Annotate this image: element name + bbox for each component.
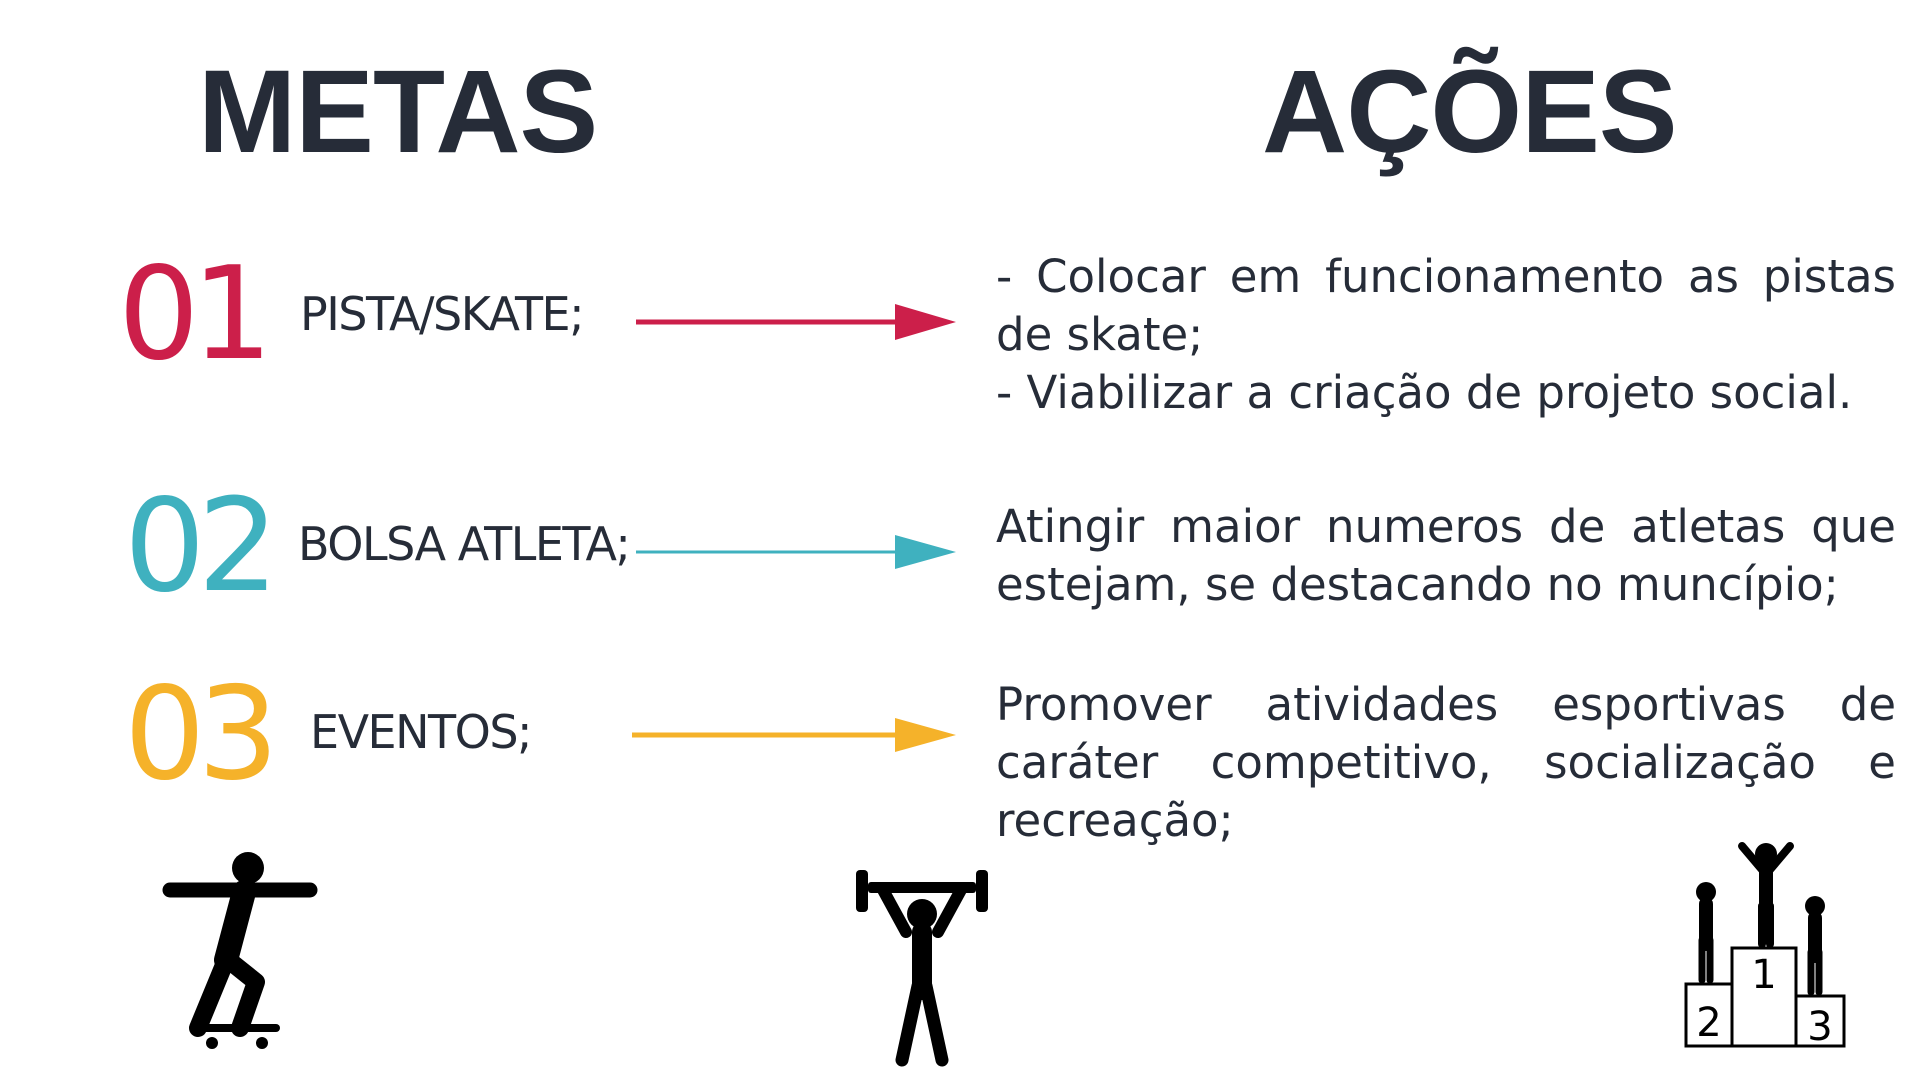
acoes-heading: AÇÕES — [1262, 46, 1678, 178]
goal-label-bolsa-atleta: BOLSA ATLETA; — [298, 517, 631, 571]
action-line: Atingir maior numeros de atletas que — [996, 500, 1896, 553]
podium-icon: 2 1 3 — [1684, 842, 1846, 1050]
arrow-right-icon — [632, 718, 956, 752]
goal-label-eventos: EVENTOS; — [310, 705, 533, 759]
arrow-right-icon — [636, 535, 956, 569]
podium-first-label: 1 — [1751, 952, 1776, 998]
action-line: - Colocar em funcionamento as pistas — [996, 250, 1896, 303]
action-line: Promover atividades esportivas de — [996, 678, 1896, 731]
action-text-01: - Colocar em funcionamento as pistas de … — [996, 248, 1896, 422]
action-line: - Viabilizar a criação de projeto social… — [996, 366, 1853, 419]
goal-number-01: 01 — [118, 240, 273, 389]
action-line: caráter competitivo, socialização e — [996, 736, 1896, 789]
action-line: estejam, se destacando no muncípio; — [996, 558, 1839, 611]
weightlifter-icon — [856, 870, 988, 1067]
goal-number-02: 02 — [124, 472, 279, 621]
action-line: de skate; — [996, 308, 1204, 361]
podium-second-label: 2 — [1696, 1000, 1721, 1046]
goal-label-pista-skate: PISTA/SKATE; — [300, 287, 585, 341]
podium-third-label: 3 — [1807, 1004, 1832, 1050]
goal-number-03: 03 — [124, 660, 279, 809]
action-text-02: Atingir maior numeros de atletas que est… — [996, 498, 1896, 614]
action-text-03: Promover atividades esportivas de caráte… — [996, 676, 1896, 850]
skateboarder-icon — [162, 852, 318, 1049]
arrow-right-icon — [636, 304, 956, 340]
action-line: recreação; — [996, 794, 1234, 847]
metas-heading: METAS — [198, 46, 598, 178]
